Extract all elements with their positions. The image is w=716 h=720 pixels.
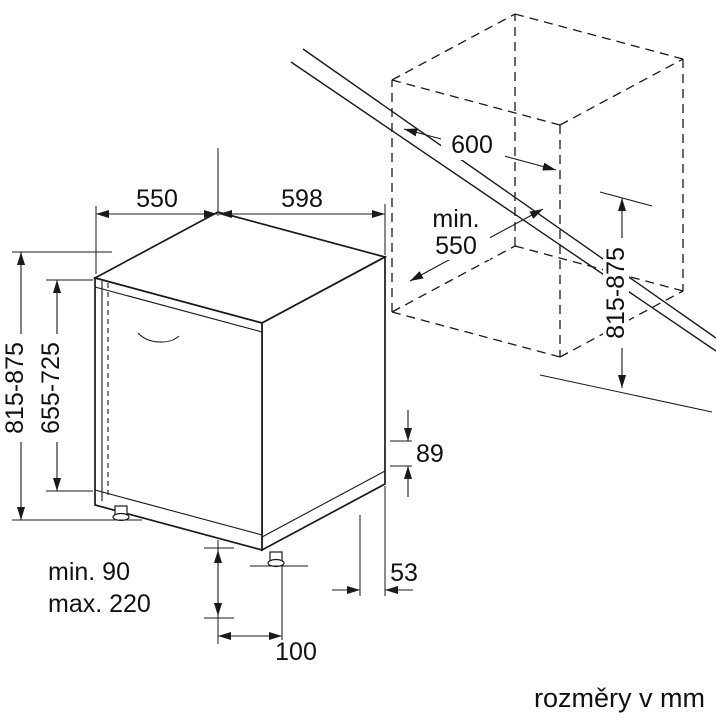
niche-edge — [559, 290, 684, 358]
dim-niche-height-group: 815-875 — [602, 238, 630, 348]
label-backing — [272, 640, 320, 664]
label-backing — [38, 334, 64, 442]
floor-line-right — [539, 374, 713, 413]
worktop-edge-line — [290, 61, 716, 352]
dim-door-height-group: 655-725 — [37, 334, 65, 442]
dim-plinth-max: max. 220 — [48, 590, 151, 618]
dim-base-height: 89 — [416, 440, 444, 468]
niche-edge — [391, 13, 516, 81]
dim-appliance-height: 815-875 — [1, 342, 29, 434]
dim-appliance-depth: 550 — [136, 185, 178, 213]
caption-units: rozměry v mm — [534, 683, 705, 713]
door-handle — [137, 332, 180, 343]
label-backing — [424, 204, 490, 260]
dim-appliance-width: 598 — [281, 185, 323, 213]
side-bottom-trim — [261, 470, 386, 538]
dim-plinth-depth: 100 — [275, 638, 317, 666]
front-left-foot-base — [112, 512, 130, 522]
niche-edge — [391, 245, 516, 313]
dim-niche-depth-prefix: min. — [432, 205, 479, 233]
dim-niche-height: 815-875 — [602, 247, 630, 339]
dim-worktop-width: 600 — [451, 131, 493, 159]
dim-appliance-height-group: 815-875 — [1, 334, 29, 442]
label-backing — [441, 128, 505, 160]
niche-edge — [559, 58, 684, 126]
door-top-edge — [94, 286, 263, 333]
dim-base-gap: 53 — [390, 559, 418, 587]
dim-niche-depth-value: 550 — [435, 232, 477, 260]
dishwasher — [92, 211, 388, 568]
label-backing — [2, 334, 28, 442]
niche-outline — [391, 13, 684, 358]
front-right-foot-base — [267, 558, 285, 568]
label-backing — [603, 238, 629, 348]
worktop-edge-line — [302, 48, 716, 339]
door-bottom-edge — [94, 489, 263, 536]
dim-plinth-min: min. 90 — [48, 558, 130, 586]
dim-door-height: 655-725 — [37, 342, 65, 434]
labels: 550 598 600 min. 550 815-875 815-875 655… — [1, 128, 705, 713]
dishwasher-door-face — [94, 276, 263, 552]
worktop-edge — [290, 48, 716, 352]
